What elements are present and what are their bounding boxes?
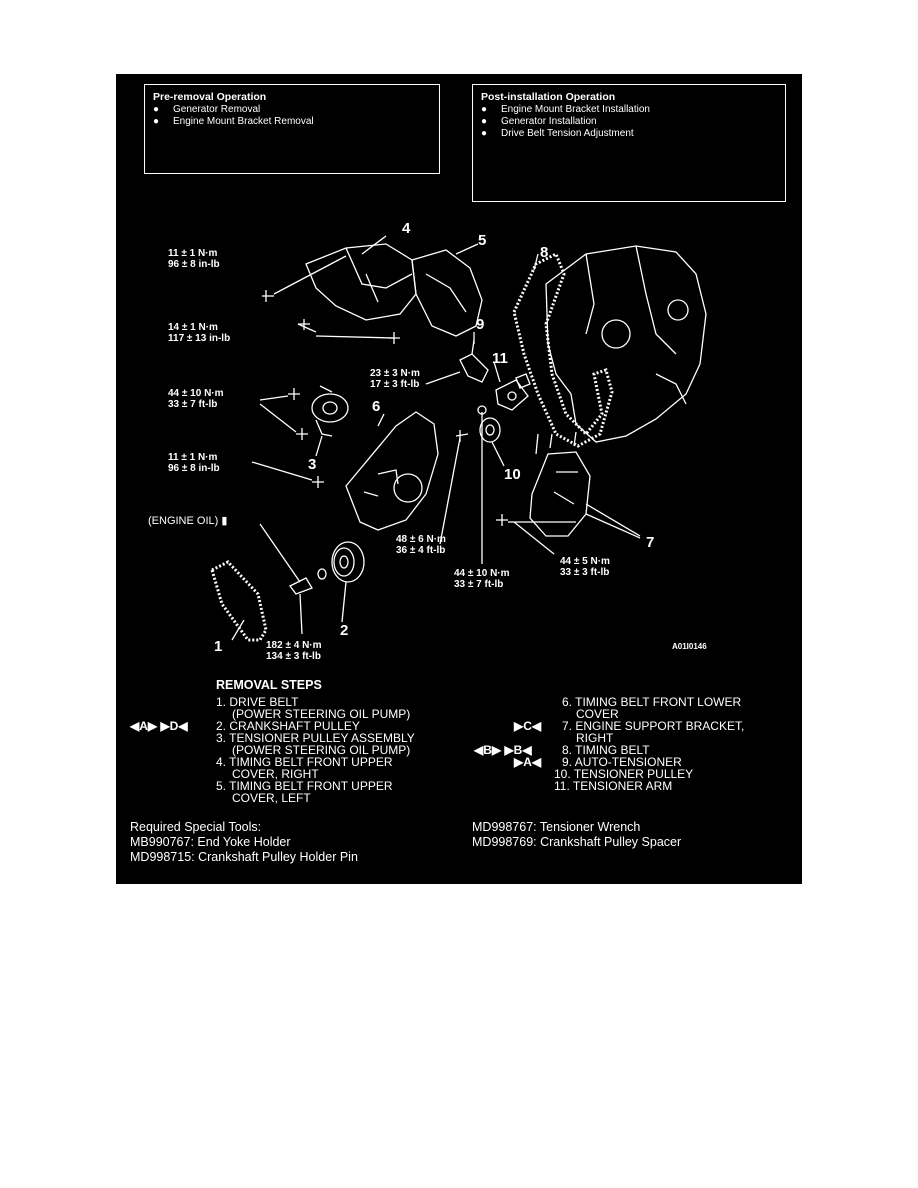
pre-removal-item: ●Generator Removal — [153, 104, 261, 115]
part-number: 5 — [478, 232, 487, 249]
removal-step-sub: COVER, RIGHT — [232, 767, 319, 781]
removal-step-sub: RIGHT — [576, 731, 614, 745]
post-installation-title: Post-installation Operation — [481, 91, 616, 103]
post-installation-item: ●Drive Belt Tension Adjustment — [481, 128, 634, 139]
removal-step-sub: (POWER STEERING OIL PUMP) — [232, 707, 411, 721]
part-number: 11 — [492, 350, 508, 367]
removal-step-sub: COVER, LEFT — [232, 791, 311, 805]
upper-cover-right — [305, 243, 417, 321]
auto-tensioner — [459, 353, 489, 383]
step-marks: ▶C◀ — [514, 719, 542, 733]
removal-step: 5. TIMING BELT FRONT UPPER — [216, 779, 393, 793]
removal-step: 4. TIMING BELT FRONT UPPER — [216, 755, 393, 769]
drive-belt — [210, 560, 268, 642]
removal-step: 6. TIMING BELT FRONT LOWER — [562, 695, 742, 709]
diagram-panel: Pre-removal Operation ●Generator Removal… — [116, 74, 802, 884]
part-number: 6 — [372, 398, 381, 415]
removal-step: 7. ENGINE SUPPORT BRACKET, — [562, 719, 745, 733]
special-tool: MD998769: Crankshaft Pulley Spacer — [472, 835, 682, 849]
removal-step-sub: COVER — [576, 707, 619, 721]
special-tool: MB990767: End Yoke Holder — [130, 835, 291, 849]
part-number: 2 — [340, 622, 349, 639]
tensioner-pulley — [479, 417, 501, 443]
tensioner-arm — [495, 379, 529, 411]
special-tools-title: Required Special Tools: — [130, 820, 262, 834]
engine-oil-label: (ENGINE OIL) ▮ — [148, 515, 228, 527]
oil-can-icon: ▮ — [221, 515, 228, 527]
engine-block — [545, 245, 707, 443]
part-number: 3 — [308, 456, 317, 473]
post-installation-item: ●Engine Mount Bracket Installation — [481, 104, 650, 115]
part-number: 10 — [504, 466, 521, 483]
step-marks: ▶A◀ — [514, 755, 542, 769]
pre-removal-item: ●Engine Mount Bracket Removal — [153, 116, 314, 127]
removal-step: 3. TENSIONER PULLEY ASSEMBLY — [216, 731, 415, 745]
part-number: 4 — [402, 220, 411, 237]
engine-support-bracket — [529, 451, 591, 537]
upper-cover-left — [411, 249, 483, 337]
part-number: 9 — [476, 316, 485, 333]
removal-step-sub: (POWER STEERING OIL PUMP) — [232, 743, 411, 757]
special-tools-left: Required Special Tools: MB990767: End Yo… — [130, 820, 358, 865]
special-tool: MD998715: Crankshaft Pulley Holder Pin — [130, 850, 358, 864]
exploded-view-drawing — [210, 235, 707, 642]
timing-belt — [512, 251, 614, 448]
step-marks: ◀B▶ ▶B◀ — [474, 743, 532, 757]
tensioner-pulley-assembly — [311, 393, 349, 423]
special-tools-right: MD998767: Tensioner Wrench MD998769: Cra… — [472, 820, 681, 850]
removal-step: 8. TIMING BELT — [562, 743, 650, 757]
removal-step: 9. AUTO-TENSIONER — [562, 755, 682, 769]
pre-removal-box: Pre-removal Operation ●Generator Removal… — [144, 84, 440, 174]
removal-step: 11. TENSIONER ARM — [554, 779, 673, 793]
post-installation-item: ●Generator Installation — [481, 116, 597, 127]
figure-id: A01I0146 — [672, 642, 707, 651]
step-marks: ◀A▶ ▶D◀ — [130, 719, 188, 733]
part-number: 1 — [214, 638, 223, 655]
removal-steps-title: REMOVAL STEPS — [216, 678, 322, 692]
pre-removal-title: Pre-removal Operation — [153, 91, 267, 103]
part-number: 8 — [540, 244, 549, 261]
removal-step: 10. TENSIONER PULLEY — [554, 767, 694, 781]
removal-step: 2. CRANKSHAFT PULLEY — [216, 719, 360, 733]
post-installation-box: Post-installation Operation ●Engine Moun… — [472, 84, 786, 202]
lower-cover — [345, 411, 439, 531]
part-number: 7 — [646, 534, 655, 551]
crankshaft-pulley — [331, 541, 365, 583]
removal-step: 1. DRIVE BELT — [216, 695, 299, 709]
special-tool: MD998767: Tensioner Wrench — [472, 820, 641, 834]
